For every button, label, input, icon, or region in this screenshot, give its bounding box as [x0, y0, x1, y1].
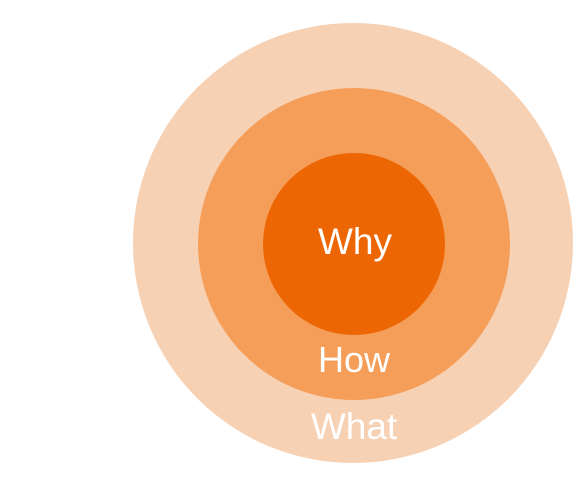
what-label: What	[310, 406, 398, 447]
how-label: How	[317, 339, 391, 380]
why-circle	[263, 153, 445, 335]
why-label: Why	[318, 221, 392, 262]
